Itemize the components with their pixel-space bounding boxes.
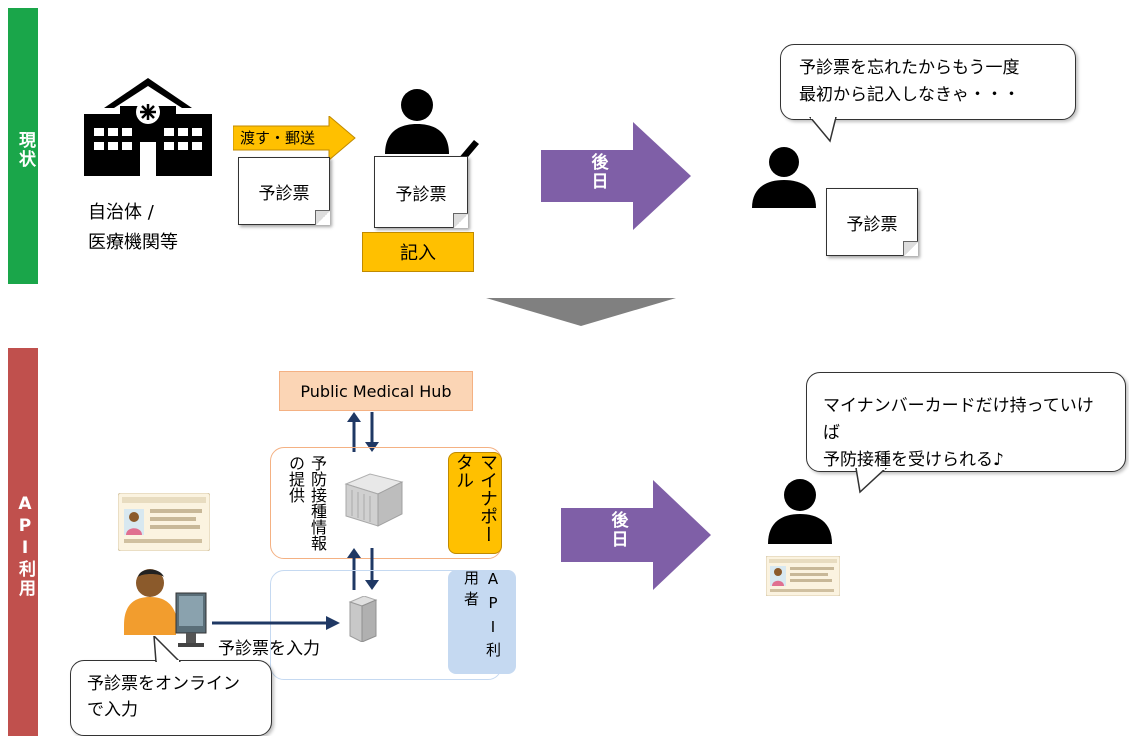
vaccination-info-provision-label: 予防接種情報の提供 <box>286 455 327 551</box>
callout-online-input: 予診票をオンライン で入力 <box>70 660 272 736</box>
hub-portal-arrows <box>347 412 379 452</box>
questionnaire-doc-filled: 予診票 <box>374 156 468 228</box>
speech-bubble-forgot-tail <box>809 117 837 143</box>
myna-portal-label-box: マイナポータル <box>448 452 502 554</box>
current-state-band: 現状 <box>8 8 38 284</box>
input-questionnaire-label: 予診票を入力 <box>218 639 320 659</box>
questionnaire-doc-filled-label: 予診票 <box>395 184 447 205</box>
transition-down-arrow <box>486 298 676 326</box>
questionnaire-doc-later-label: 予診票 <box>846 214 898 235</box>
fill-in-label-box: 記入 <box>362 232 474 272</box>
api-user-label-box: API利用者 <box>448 570 516 674</box>
myna-portal-label: マイナポータル <box>453 453 498 543</box>
later-arrow-bottom <box>561 480 711 590</box>
questionnaire-doc-later: 予診票 <box>826 188 918 256</box>
speech-bubble-card: マイナンバーカードだけ持っていけば 予防接種を受けられる♪ <box>806 372 1126 472</box>
user-at-computer-icon <box>124 569 207 647</box>
send-arrow <box>233 116 356 160</box>
questionnaire-doc-sent-label: 予診票 <box>258 183 310 204</box>
api-usage-label: API利用 <box>15 494 35 598</box>
public-medical-hub-box: Public Medical Hub <box>279 371 473 411</box>
org-label-line1: 自治体 / <box>88 202 154 223</box>
person-icon <box>385 89 449 154</box>
my-number-card-icon <box>118 493 210 551</box>
my-number-card-small-icon <box>766 556 840 596</box>
questionnaire-doc-sent: 予診票 <box>238 157 330 225</box>
person-icon-later <box>752 147 816 208</box>
speech-bubble-card-line2: 予防接種を受けられる♪ <box>823 450 1004 470</box>
portal-api-arrows <box>347 548 379 590</box>
person-icon-with-card <box>768 479 832 544</box>
speech-bubble-forgot-line2: 最初から記入しなきゃ・・・ <box>799 85 1020 105</box>
later-label-top: 後日 <box>591 153 609 192</box>
org-label-line2: 医療機関等 <box>88 232 178 253</box>
api-user-label: API利用者 <box>462 570 502 663</box>
later-label-bottom: 後日 <box>611 511 629 550</box>
server-icon <box>344 473 404 527</box>
input-arrow <box>212 616 340 630</box>
send-arrow-label: 渡す・郵送 <box>240 129 316 147</box>
api-server-icon <box>348 596 378 642</box>
callout-online-input-tail <box>153 636 182 662</box>
org-label: 自治体 / 医療機関等 <box>88 198 178 258</box>
callout-online-input-line1: 予診票をオンライン <box>87 674 240 694</box>
current-state-label: 現状 <box>15 131 35 169</box>
speech-bubble-forgot-line1: 予診票を忘れたからもう一度 <box>799 58 1020 78</box>
speech-bubble-forgot: 予診票を忘れたからもう一度 最初から記入しなきゃ・・・ <box>780 44 1076 120</box>
speech-bubble-card-line1: マイナンバーカードだけ持っていけば <box>823 396 1094 443</box>
fill-in-label: 記入 <box>400 243 436 264</box>
callout-online-input-line2: で入力 <box>87 700 138 720</box>
later-arrow-top <box>541 122 691 230</box>
hospital-icon <box>84 78 212 176</box>
api-usage-band: API利用 <box>8 348 38 736</box>
public-medical-hub-label: Public Medical Hub <box>300 381 452 401</box>
speech-bubble-card-tail <box>855 468 888 494</box>
